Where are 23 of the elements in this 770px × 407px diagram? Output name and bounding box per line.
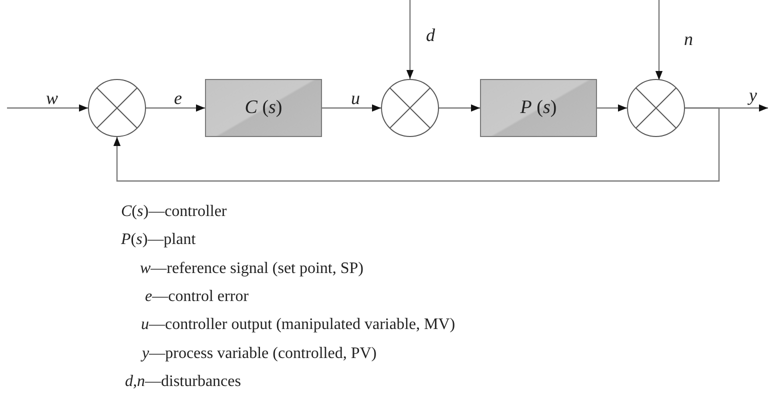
summing-junction bbox=[381, 79, 439, 137]
arrow bbox=[146, 104, 205, 112]
legend-entry: C(s)—controller bbox=[121, 203, 227, 221]
summing-junction bbox=[88, 79, 146, 137]
transfer-block bbox=[480, 79, 597, 137]
block-label: C (s) bbox=[244, 97, 282, 119]
arrow bbox=[7, 104, 88, 112]
signal-label: d bbox=[425, 26, 436, 44]
arrow bbox=[322, 104, 381, 112]
transfer-block bbox=[205, 79, 322, 137]
legend-entry: u—controller output (manipulated variable, MV) bbox=[141, 316, 456, 334]
legend-entry: e—control error bbox=[145, 288, 249, 306]
block-label: P (s) bbox=[520, 97, 557, 119]
arrow bbox=[597, 104, 627, 112]
summing-junction bbox=[627, 79, 685, 137]
legend-entry: y—process variable (controlled, PV) bbox=[142, 344, 377, 362]
legend-entry: P(s)—plant bbox=[121, 231, 196, 249]
legend-entry: w—reference signal (set point, SP) bbox=[140, 260, 364, 278]
arrow bbox=[439, 104, 480, 112]
arrow bbox=[655, 0, 663, 80]
arrow bbox=[406, 0, 414, 79]
arrow bbox=[113, 107, 720, 182]
legend-entry: d,n—disturbances bbox=[125, 372, 241, 390]
